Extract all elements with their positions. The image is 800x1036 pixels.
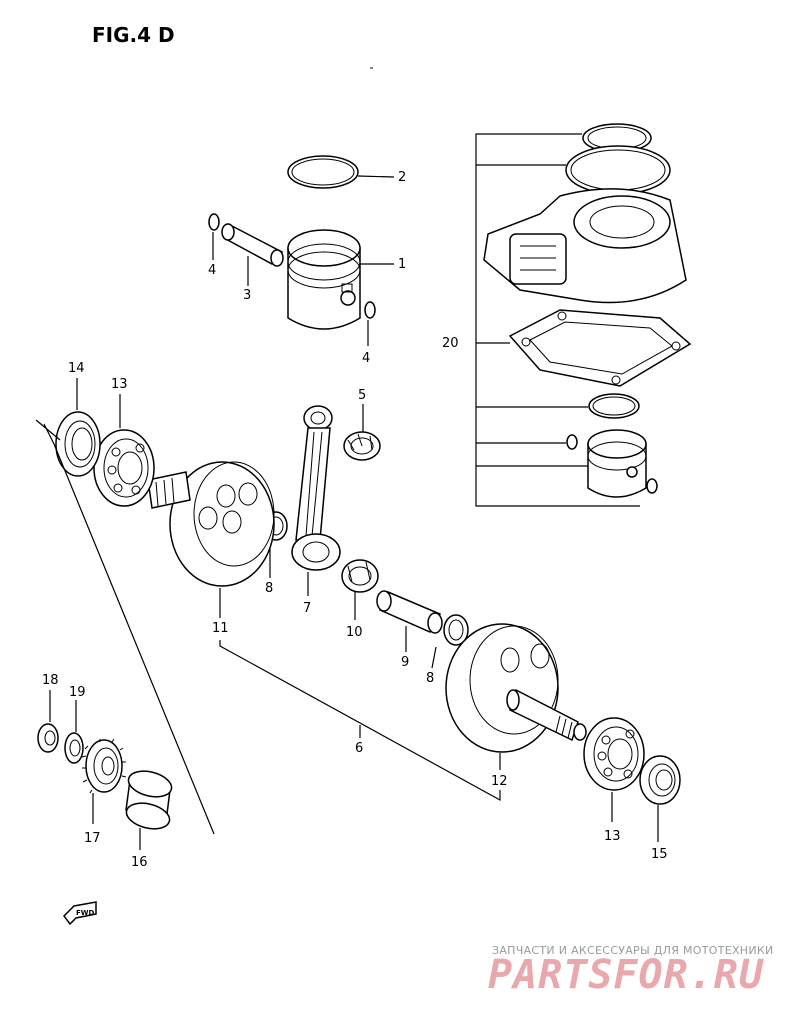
- callout-18: 18: [42, 673, 59, 688]
- crankshaft-right-half: [445, 623, 587, 770]
- callout-11: 11: [212, 621, 229, 636]
- callout-13-right: 13: [604, 829, 621, 844]
- circlip-upper: [208, 213, 220, 260]
- spacer: [125, 770, 173, 850]
- callout-8-lower: 8: [426, 671, 434, 686]
- callout-19: 19: [69, 685, 86, 700]
- kit-circlip-2: [646, 478, 658, 494]
- oil-seal-right: [639, 755, 681, 842]
- callout-3: 3: [243, 288, 251, 303]
- fwd-label: FWD: [76, 909, 95, 917]
- crankshaft-left-half: [147, 461, 275, 618]
- callout-4-upper: 4: [208, 263, 216, 278]
- cylinder-gasket: [508, 309, 692, 387]
- callout-13-left: 13: [111, 377, 128, 392]
- connecting-rod: [291, 405, 341, 596]
- piston-pin: [221, 223, 284, 286]
- top-end-kit-bracket: [475, 133, 640, 507]
- cylinder: [483, 188, 687, 304]
- callout-10: 10: [346, 625, 363, 640]
- top-end-rings: [565, 123, 671, 195]
- watermark-tagline: ЗАПЧАСТИ И АКСЕССУАРЫ ДЛЯ МОТОТЕХНИКИ: [492, 944, 774, 957]
- crank-nut: [37, 690, 59, 753]
- callout-15: 15: [651, 847, 668, 862]
- small-end-bearing: [343, 404, 381, 461]
- callout-5: 5: [358, 388, 366, 403]
- primary-drive-gear: [81, 738, 127, 824]
- callout-2: 2: [398, 170, 406, 185]
- crank-pin: [376, 590, 443, 652]
- forward-arrow-icon: FWD: [63, 901, 97, 926]
- piston-ring: [287, 155, 395, 189]
- callout-17: 17: [84, 831, 101, 846]
- oil-seal-left: [55, 378, 101, 477]
- callout-9: 9: [401, 655, 409, 670]
- washer: [64, 700, 84, 764]
- crank-bearing-left: [93, 394, 155, 507]
- callout-8-upper: 8: [265, 581, 273, 596]
- circlip-lower: [364, 301, 376, 346]
- watermark-brand: PARTSFOR.RU: [488, 952, 764, 998]
- thrust-washer-lower: [431, 614, 469, 669]
- exploded-reference-line: [35, 419, 215, 835]
- callout-6: 6: [355, 741, 363, 756]
- figure-title: FIG.4 D: [92, 23, 175, 47]
- kit-piston: [587, 429, 647, 498]
- callout-1: 1: [398, 257, 406, 272]
- callout-20: 20: [442, 336, 459, 351]
- callout-4-lower: 4: [362, 351, 370, 366]
- crank-bearing-right: [583, 717, 645, 822]
- callout-7: 7: [303, 601, 311, 616]
- piston: [287, 229, 394, 330]
- callout-16: 16: [131, 855, 148, 870]
- crank-needle-bearing: [341, 559, 379, 620]
- callout-12: 12: [491, 774, 508, 789]
- kit-ring: [588, 393, 640, 419]
- crankshaft-assembly-bracket: [219, 640, 501, 802]
- kit-circlip: [566, 434, 578, 450]
- callout-14: 14: [68, 361, 85, 376]
